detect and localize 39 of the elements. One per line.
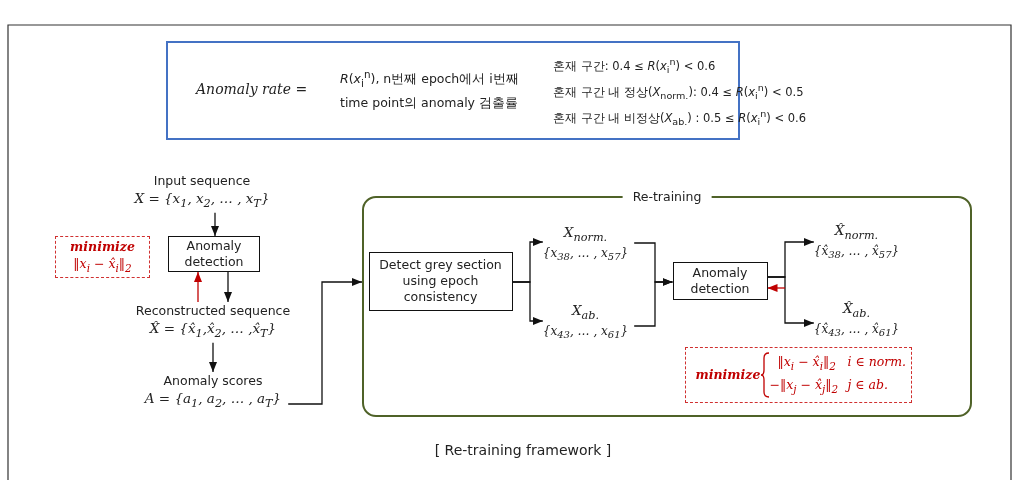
set-formula: X = {x$_{1}$, x$_{2}$, … , x$_{T}$} [134,189,270,212]
condition-label: i ∈ norm. [847,352,907,371]
variable-label: X$_{ab.}$ [570,300,601,324]
loss-label: minimize [70,237,135,255]
loss-formula: ‖x$_{i}$ − x̂$_{i}$‖$_{2}$ [73,254,132,276]
set-formula: {x$_{43}$, … , x$_{61}$} [542,324,629,343]
set-formula: {x̂$_{43}$, … , x̂$_{61}$} [813,322,900,341]
formula-label: Anomaly rate = [196,80,308,98]
loss-formula: −‖x$_{j}$ − x̂$_{j}$‖$_{2}$ [769,375,839,397]
loss-box [684,346,912,403]
variable-label: X̂$_{norm.}$ [833,220,880,244]
arrow [511,281,544,325]
arrow [211,212,219,237]
variable-label: X̂$_{ab.}$ [841,298,872,322]
arrow [209,342,217,373]
sequence-label: Reconstructed sequence [135,302,291,319]
loss-label: minimize [695,365,761,384]
process-box: Anomaly detection [168,236,260,272]
arrow [633,278,674,327]
set-formula: X̂ = {x̂$_{1}$,x̂$_{2}$, … ,x̂$_{T}$} [148,319,278,342]
loss-formula: ‖x$_{i}$ − x̂$_{i}$‖$_{2}$ [777,352,836,373]
loss-box [55,236,150,278]
process-box: Detect grey section using epoch consistency [368,251,513,311]
arrow [224,271,232,303]
definition-text: R(x$_{i}$$^{n}$), n번째 epoch에서 i번째 time point의 anomaly 검출률 [340,67,520,112]
scores-label: Anomaly scores [162,372,264,389]
arrow [766,276,815,327]
process-box: Anomaly detection [672,261,768,300]
set-formula: {x̂$_{38}$, … , x̂$_{57}$} [813,244,900,263]
set-formula: {x$_{38}$, … , x$_{57}$} [542,246,629,265]
condition-text: 혼재 구간: 0.4 ≤ R(x$_{i}$$^{n}$) < 0.6 [553,55,716,78]
figure-caption: [ Re-training framework ] [434,442,612,459]
variable-label: X$_{norm.}$ [562,222,609,246]
set-formula: A = {a$_{1}$, a$_{2}$, … , a$_{T}$} [144,389,282,412]
sequence-label: Input sequence [152,172,252,189]
arrow [287,278,363,405]
condition-label: j ∈ ab. [847,375,888,394]
arrow [766,284,786,292]
arrow [194,271,202,303]
